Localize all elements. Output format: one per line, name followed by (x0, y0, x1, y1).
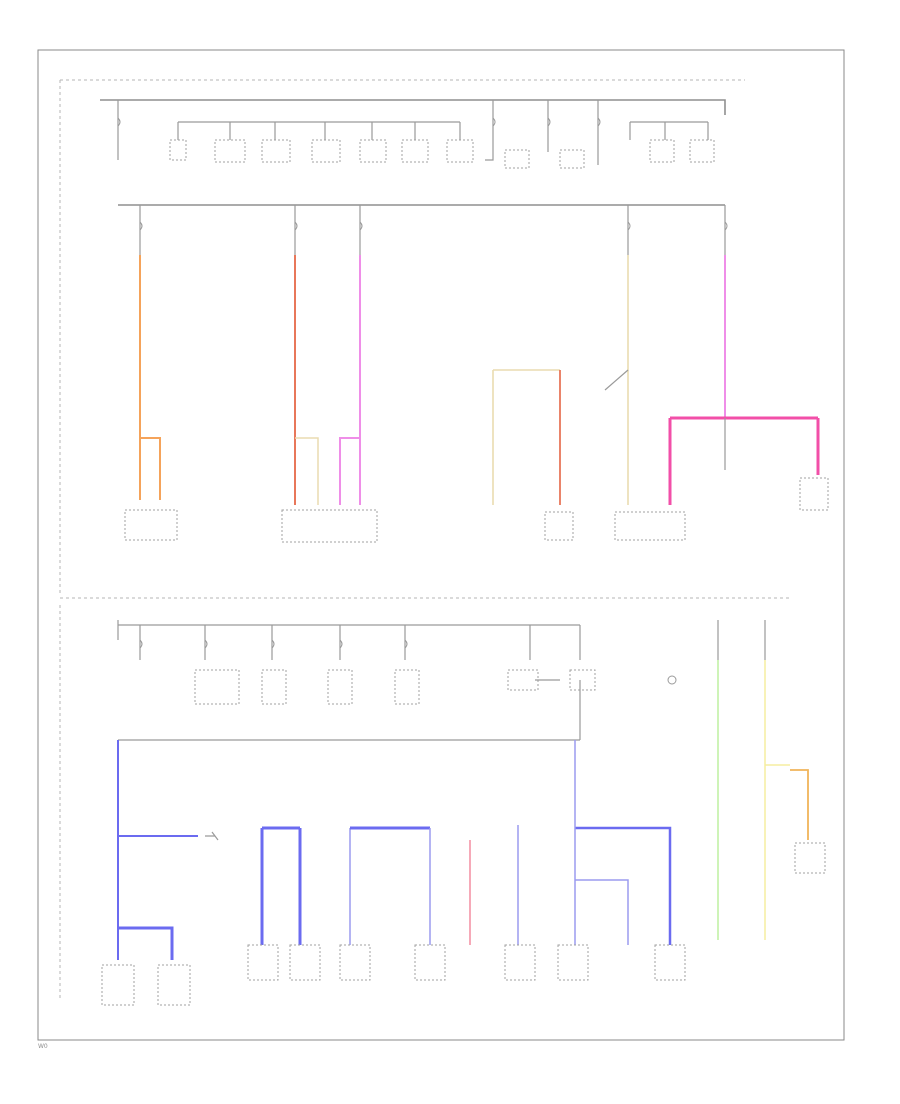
wire-blue-left (117, 740, 198, 960)
upper-fuse-box-border (59, 79, 790, 599)
ground-symbols (205, 675, 677, 841)
top-components (169, 139, 715, 169)
accessory-module (544, 511, 574, 541)
wire-tan-right (604, 255, 629, 505)
wire-blue-right (517, 740, 672, 945)
wire-amber (790, 769, 809, 840)
wire-orange-rear-defroster (139, 255, 161, 500)
front-control-module (614, 511, 686, 541)
wire-light-yellow (764, 660, 790, 940)
wire-pink-center-module (339, 255, 361, 505)
lower-relays (194, 669, 596, 705)
diagram-id-code: W0 (38, 1043, 48, 1050)
rear-defroster-module (124, 509, 178, 541)
wire-pink-right (668, 255, 820, 505)
center-module (281, 509, 378, 543)
lower-right-module (794, 842, 826, 874)
wire-dark-orange-center-module (294, 255, 319, 505)
top-bus (100, 99, 726, 165)
right-module (799, 477, 829, 511)
bottom-components (101, 944, 686, 1006)
lower-fuses (117, 620, 766, 660)
wire-blue-center (260, 826, 431, 945)
wire-tan-middle (492, 369, 560, 505)
main-feed-line (118, 680, 581, 741)
diagram-frame (37, 49, 845, 1041)
second-bus (118, 204, 728, 255)
